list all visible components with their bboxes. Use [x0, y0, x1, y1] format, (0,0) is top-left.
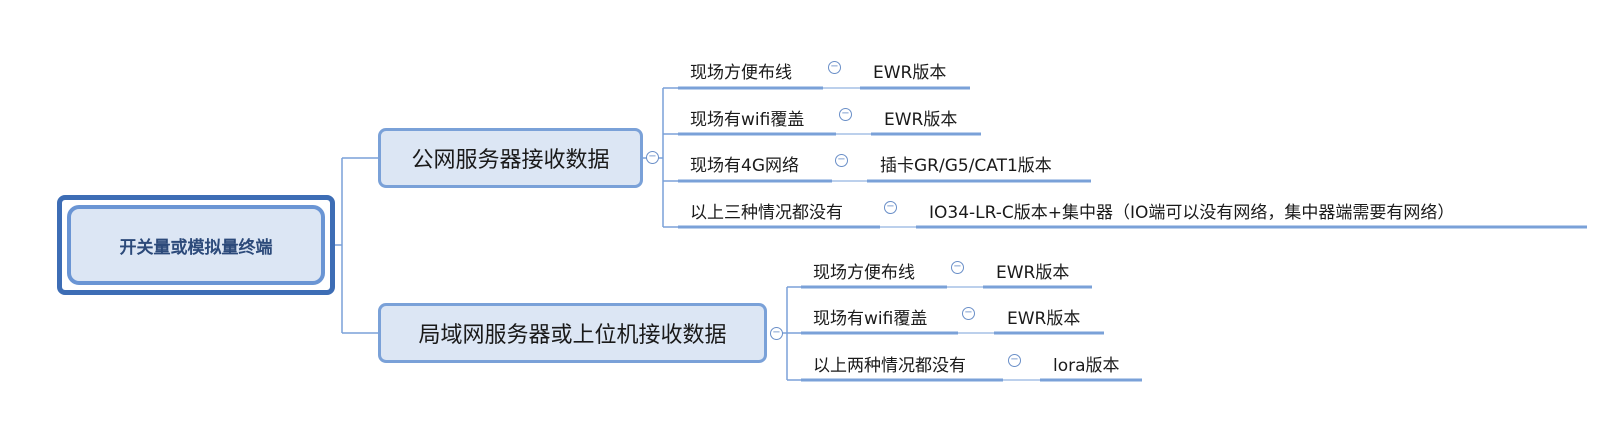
collapse-minus-icon[interactable]: − — [828, 61, 841, 74]
leaf-solution: EWR版本 — [1007, 309, 1081, 329]
collapse-minus-icon[interactable]: − — [770, 327, 783, 340]
collapse-minus-icon[interactable]: − — [835, 154, 848, 167]
branch-label: 局域网服务器或上位机接收数据 — [418, 323, 727, 348]
leaf-solution: 插卡GR/G5/CAT1版本 — [880, 156, 1052, 176]
leaf-condition: 现场有wifi覆盖 — [690, 110, 805, 130]
collapse-minus-icon[interactable]: − — [951, 261, 964, 274]
leaf-condition: 现场有wifi覆盖 — [813, 309, 928, 329]
leaf-condition: 现场有4G网络 — [690, 156, 799, 176]
root-node-label: 开关量或模拟量终端 — [67, 205, 325, 285]
branch-node-public-server[interactable]: 公网服务器接收数据 — [378, 128, 643, 188]
leaf-solution: EWR版本 — [884, 110, 958, 130]
collapse-minus-icon[interactable]: − — [884, 201, 897, 214]
leaf-solution: IO34-LR-C版本+集中器（IO端可以没有网络，集中器端需要有网络） — [929, 203, 1455, 223]
collapse-minus-icon[interactable]: − — [646, 151, 659, 164]
branch-node-lan-server[interactable]: 局域网服务器或上位机接收数据 — [378, 303, 767, 363]
leaf-condition: 现场方便布线 — [690, 63, 792, 83]
collapse-minus-icon[interactable]: − — [1008, 354, 1021, 367]
branch-label: 公网服务器接收数据 — [411, 148, 610, 173]
leaf-solution: EWR版本 — [873, 63, 947, 83]
leaf-solution: lora版本 — [1053, 356, 1120, 376]
leaf-condition: 现场方便布线 — [813, 263, 915, 283]
collapse-minus-icon[interactable]: − — [839, 108, 852, 121]
root-node[interactable]: 开关量或模拟量终端 — [57, 195, 335, 295]
leaf-condition: 以上两种情况都没有 — [813, 356, 966, 376]
leaf-solution: EWR版本 — [996, 263, 1070, 283]
collapse-minus-icon[interactable]: − — [962, 307, 975, 320]
leaf-condition: 以上三种情况都没有 — [690, 203, 843, 223]
